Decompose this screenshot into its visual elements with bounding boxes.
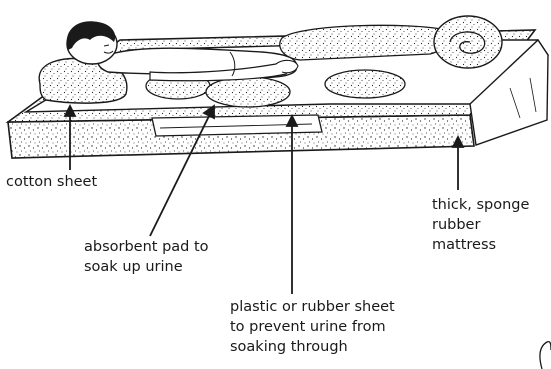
partial-figure bbox=[540, 342, 551, 369]
label-cotton-sheet: cotton sheet bbox=[6, 172, 97, 192]
rolled-blanket bbox=[434, 16, 502, 68]
absorbent-pad-2 bbox=[206, 77, 290, 107]
label-mattress: thick, sponge rubber mattress bbox=[432, 195, 529, 255]
leg-roll bbox=[280, 25, 449, 60]
label-plastic-sheet: plastic or rubber sheet to prevent urine… bbox=[230, 297, 395, 357]
absorbent-pad-3 bbox=[325, 70, 405, 98]
label-absorbent-pad: absorbent pad to soak up urine bbox=[84, 237, 209, 277]
